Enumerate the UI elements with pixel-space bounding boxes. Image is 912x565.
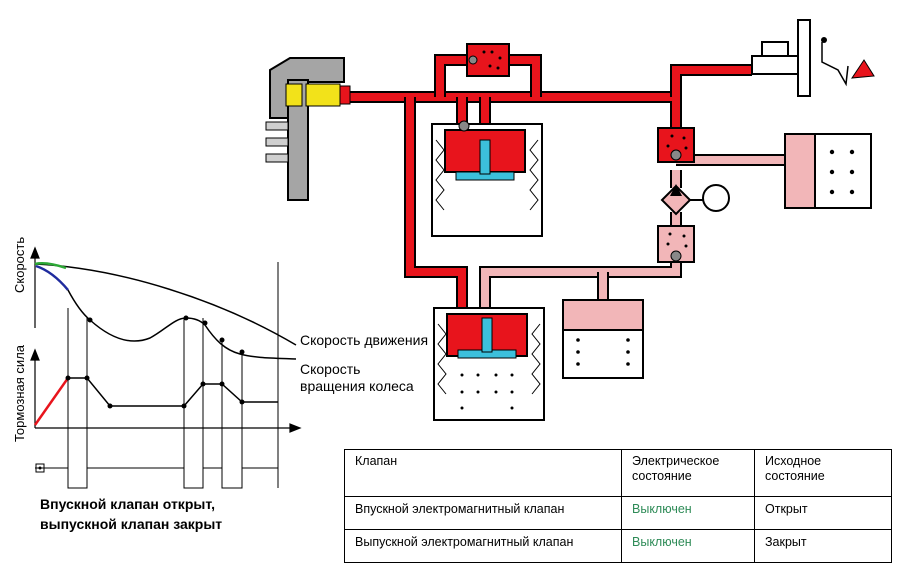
axis-label-brake-force: Тормозная сила: [12, 344, 27, 442]
cell-electrical-state: Выключен: [621, 529, 755, 563]
table-header-row: Клапан Электрическое состояние Исходное …: [344, 449, 892, 497]
cell-electrical-state: Выключен: [621, 496, 755, 530]
state-caption: Впускной клапан открыт, выпускной клапан…: [40, 494, 222, 534]
pump-check-valve: [660, 184, 730, 216]
low-pressure-accumulator: [562, 299, 644, 379]
inlet-valve: [657, 127, 695, 163]
curve-label-wheel-speed: Скорость вращения колеса: [300, 361, 414, 395]
curve-label-wheel-speed-line1: Скорость: [300, 361, 361, 377]
pressure-lines: [350, 54, 752, 320]
outlet-valve: [657, 225, 695, 263]
speed-force-graph: [30, 246, 302, 489]
table-row: Впускной электромагнитный клапан Выключе…: [344, 496, 892, 530]
lower-solenoid-actuator: [433, 307, 545, 421]
col-header-initial-state: Исходное состояние: [754, 449, 892, 497]
axis-label-speed: Скорость: [12, 236, 27, 293]
cell-initial-state: Закрыт: [754, 529, 892, 563]
return-lines: [479, 154, 785, 325]
col-header-valve: Клапан: [344, 449, 622, 497]
master-cylinder: [466, 43, 510, 77]
upper-solenoid-actuator: [431, 120, 543, 237]
cell-valve-name: Выпускной электромагнитный клапан: [344, 529, 622, 563]
table-row: Выпускной электромагнитный клапан Выключ…: [344, 529, 892, 563]
valve-state-table: Клапан Электрическое состояние Исходное …: [344, 449, 892, 563]
curve-label-wheel-speed-line2: вращения колеса: [300, 378, 414, 394]
wheel-brake-cylinder: [784, 133, 872, 209]
state-caption-line1: Впускной клапан открыт,: [40, 496, 216, 512]
brake-pedal: [751, 19, 875, 97]
cell-valve-name: Впускной электромагнитный клапан: [344, 496, 622, 530]
wheel-speed-sensor: [265, 57, 351, 201]
curve-label-vehicle-speed: Скорость движения: [300, 332, 429, 348]
col-header-electrical-state: Электрическое состояние: [621, 449, 755, 497]
cell-initial-state: Открыт: [754, 496, 892, 530]
state-caption-line2: выпускной клапан закрыт: [40, 516, 223, 532]
